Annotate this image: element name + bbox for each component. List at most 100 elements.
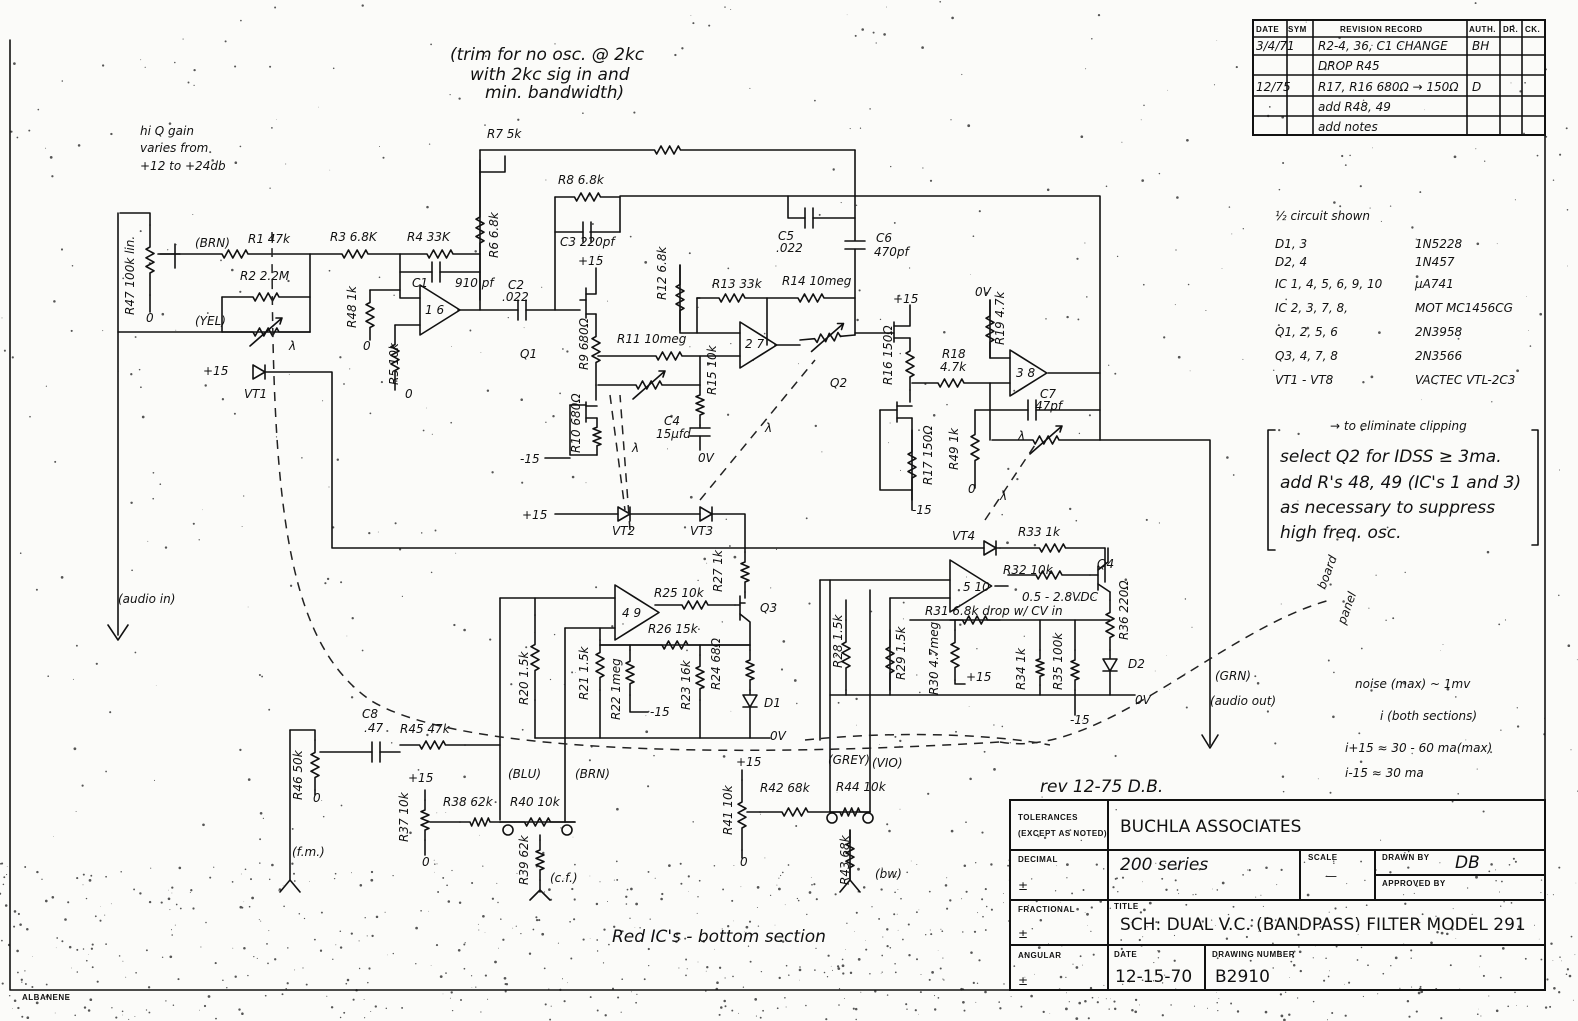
revision-rows-0-record: R2-4, 36, C1 CHANGE [1318, 39, 1448, 53]
labels-r7: R7 5k [487, 127, 522, 141]
pot-r47 [145, 224, 155, 296]
labels-r47-gnd: 0 [146, 311, 154, 325]
parts-list-0-part: 1N5228 [1415, 237, 1463, 251]
labels-c3: C3 220pf [560, 235, 616, 249]
resistor-r21 [595, 639, 605, 691]
wire [679, 264, 741, 334]
resistor-r3 [309, 249, 401, 259]
labels-vt1: VT1 [244, 387, 267, 401]
revision-rows-2-date: 12/75 [1256, 80, 1291, 94]
photoresistor-vt4 [991, 425, 1101, 455]
labels-yel: (YEL) [195, 314, 226, 328]
photoresistor-vt3 [799, 322, 856, 353]
wire [1099, 439, 1211, 746]
labels-brn1: (BRN) [195, 236, 230, 250]
labels-lam1: λ [288, 339, 296, 353]
title-block [1009, 799, 1546, 991]
labels-r47: R47 100k lin. [123, 236, 137, 315]
op-amp-ic3 [1009, 349, 1048, 397]
resistor-r30 [950, 629, 960, 681]
resistor-r8 [554, 192, 621, 202]
capacitor-c8 [371, 741, 381, 763]
resistor-r28 [841, 619, 851, 691]
labels-r6: R6 6.8k [487, 211, 501, 258]
labels-r18: R18 [942, 347, 966, 361]
labels-r40: R40 10k [510, 795, 561, 809]
pot-r44 [829, 807, 871, 817]
labels-r24: R24 68Ω [709, 637, 723, 690]
wire [1201, 734, 1219, 749]
labels-r1: R1 47k [248, 232, 291, 246]
revision-headers-record: REVISION RECORD [1340, 25, 1423, 34]
photocell-led-vt3 [699, 506, 713, 522]
labels-r18v: 4.7k [940, 360, 967, 374]
labels-r22: R22 1meg [609, 658, 623, 720]
resistor-r38 [459, 817, 501, 827]
labels-c2: C2 [508, 278, 524, 292]
labels-q2-p15: +15 [893, 292, 918, 306]
wire [9, 29, 1546, 991]
labels-r33: R33 1k [1018, 525, 1061, 539]
title-block-scale-label: SCALE [1308, 853, 1338, 862]
notes-hiq-1: hi Q gain [140, 124, 194, 138]
notes-half-circuit: ½ circuit shown [1275, 209, 1370, 223]
labels-vt-p15: +15 [522, 508, 547, 522]
notes-clip-arrow: → to eliminate clipping [1330, 419, 1467, 433]
title-block-title: SCH: DUAL V.C. (BANDPASS) FILTER MODEL 2… [1120, 915, 1526, 935]
parts-list-3-part: MOT MC1456CG [1415, 301, 1513, 315]
op-amp-ic5 [949, 559, 993, 613]
labels-ic1: 1 6 [425, 303, 444, 317]
labels-r21: R21 1.5k [577, 645, 591, 700]
notes-audio-out-color: (GRN) [1215, 669, 1251, 683]
resistor-r35 [1070, 649, 1080, 691]
labels-c5v: .022 [776, 241, 803, 255]
labels-r28: R28 1.5k [831, 613, 845, 668]
terminal-circle [502, 824, 514, 836]
parts-list-2-part: µA741 [1414, 277, 1454, 291]
resistor-r34 [1035, 649, 1045, 686]
title-block-company: BUCHLA ASSOCIATES [1120, 817, 1301, 837]
labels-r37: R37 10k [397, 791, 411, 842]
wire [739, 613, 751, 651]
pot-r37 [420, 799, 430, 841]
labels-c7v: 47pf [1035, 399, 1064, 413]
parts-list-2-ref: IC 1, 4, 5, 6, 9, 10 [1275, 277, 1383, 291]
labels-lam5: λ [1017, 429, 1025, 443]
notes-audio-in: (audio in) [118, 592, 175, 606]
pot-r7 [479, 145, 856, 155]
notes-hiq-3: +12 to +24db [140, 159, 226, 173]
revision-headers-dr: DR. [1503, 25, 1518, 34]
resistor-r36 [1105, 599, 1115, 651]
title-block-series: 200 series [1120, 855, 1208, 875]
labels-c8v: .47 [364, 721, 383, 735]
title-block-tolerances: TOLERANCES [1018, 813, 1078, 822]
resistor-r27 [740, 551, 750, 593]
labels-r46: R46 50k [291, 749, 305, 800]
resistor-r25 [654, 600, 736, 610]
labels-r23: R23 16k [679, 659, 693, 710]
labels-r27: R27 1k [711, 549, 725, 592]
parts-list-0-ref: D1, 3 [1275, 237, 1307, 251]
labels-c4v: 15µfd [656, 427, 691, 441]
labels-r32: R32 10k [1003, 563, 1054, 577]
labels-d1: D1 [764, 696, 781, 710]
notes-noise: noise (max) ~ 1mv [1355, 677, 1471, 691]
labels-q4: Q4 [1097, 557, 1114, 571]
labels-lam2: λ [631, 441, 639, 455]
labels-r19: R19 4.7k [993, 290, 1007, 345]
title-block-except: (EXCEPT AS NOTED) [1018, 829, 1107, 838]
resistor-r24 [745, 649, 755, 691]
wire [787, 195, 806, 219]
labels-c5: C5 [778, 229, 794, 243]
labels-ic2: 2 7 [745, 337, 764, 351]
resistor-r10 [592, 417, 602, 456]
labels-q2: Q2 [830, 376, 847, 390]
wire [399, 253, 421, 299]
labels-r25: R25 10k [654, 586, 705, 600]
notes-panel: panel [1334, 589, 1359, 627]
note-bracket [1267, 429, 1539, 551]
labels-r38: R38 62k [443, 795, 494, 809]
photoresistor-vt2 [597, 370, 701, 400]
labels-r41-gnd: 0 [740, 855, 748, 869]
labels-r11: R11 10meg [617, 332, 687, 346]
